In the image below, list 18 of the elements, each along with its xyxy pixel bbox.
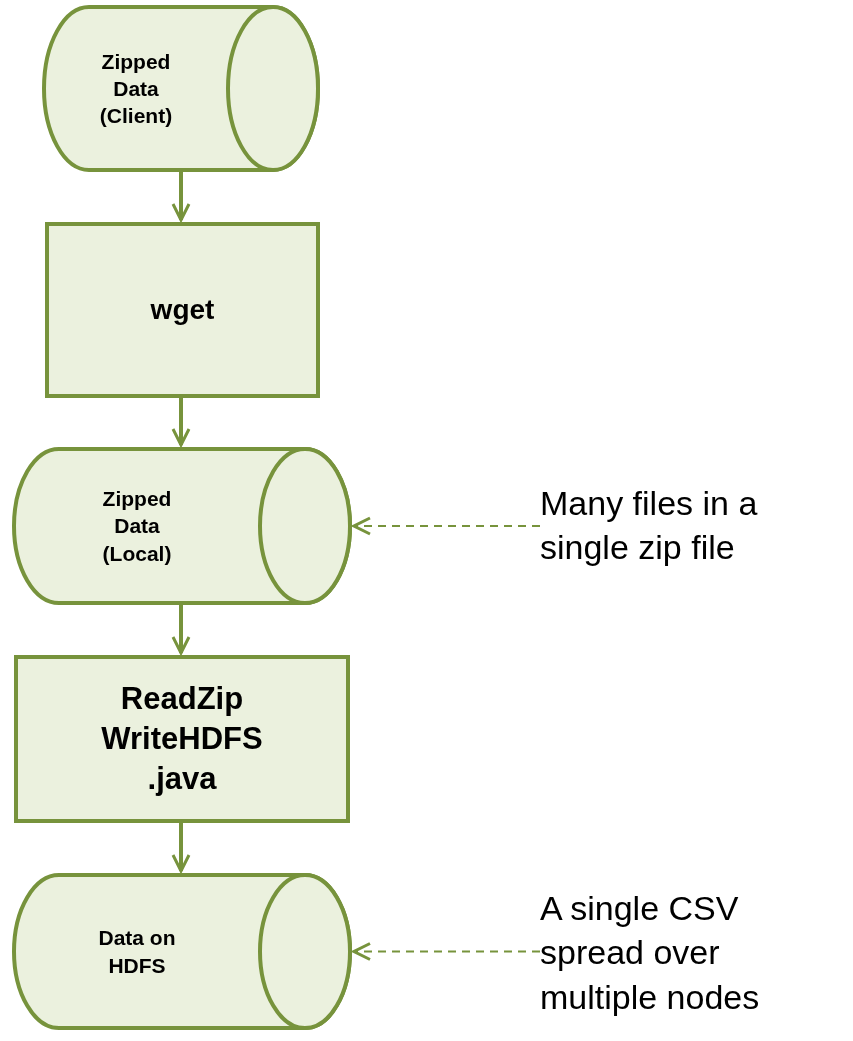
node-label: wget bbox=[149, 292, 216, 327]
node-label: Data on HDFS bbox=[97, 925, 177, 979]
arrow bbox=[171, 398, 191, 447]
arrow bbox=[171, 605, 191, 655]
annotation-text: A single CSV spread over multiple nodes bbox=[540, 888, 761, 1018]
arrow bbox=[171, 172, 191, 222]
node-label: ReadZip WriteHDFS .java bbox=[100, 679, 264, 799]
annotation-text: Many files in a single zip file bbox=[540, 482, 759, 568]
arrow bbox=[171, 823, 191, 873]
arrow bbox=[352, 942, 541, 961]
storage-cylinder bbox=[12, 873, 352, 1030]
process-box bbox=[14, 655, 350, 823]
process-box bbox=[45, 222, 320, 398]
node-label: Zipped Data (Local) bbox=[101, 486, 173, 567]
node-label: Zipped Data (Client) bbox=[98, 48, 174, 130]
storage-cylinder bbox=[42, 5, 320, 172]
storage-cylinder bbox=[12, 447, 352, 605]
arrow bbox=[352, 516, 541, 536]
